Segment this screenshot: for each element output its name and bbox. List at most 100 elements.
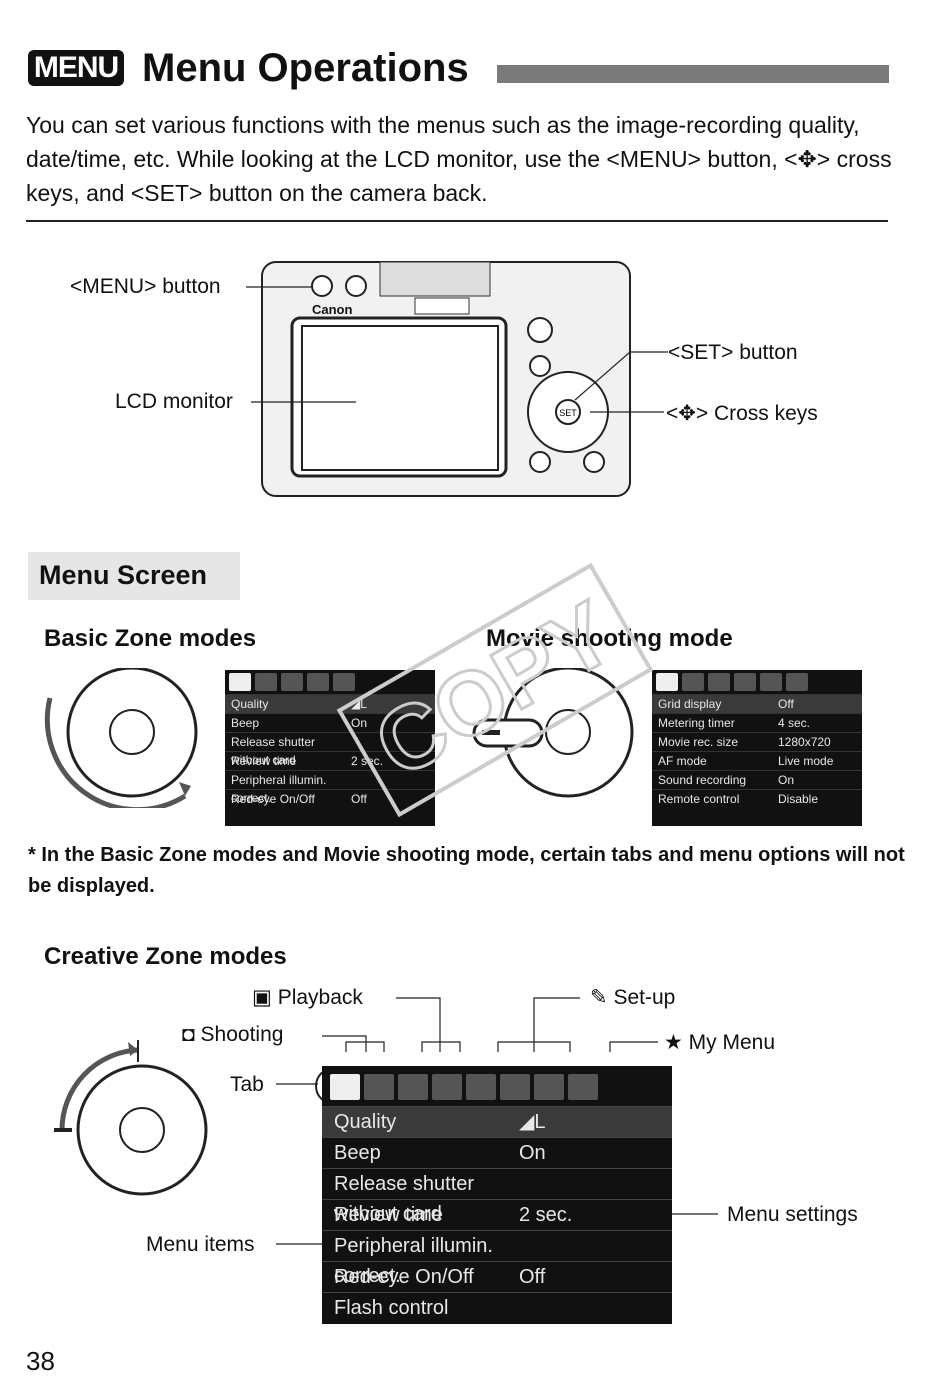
playback-tab-icon <box>281 673 303 691</box>
mymenu-tab-icon <box>568 1074 598 1100</box>
menu-tabs <box>322 1066 672 1106</box>
menu-item-value: ◢L <box>351 697 367 711</box>
menu-item-label: Release shutter without card <box>334 1173 475 1225</box>
menu-row[interactable]: Movie rec. size 1280x720 <box>652 732 862 751</box>
menu-item-value: 2 sec. <box>519 1204 573 1226</box>
playback-tab-icon: ▣ <box>252 986 278 1009</box>
shooting-tab-icon <box>364 1074 394 1100</box>
menu-row[interactable]: Quality◢L <box>322 1106 672 1137</box>
menu-item-label: Metering timer <box>658 716 735 730</box>
playback-tab-icon <box>255 673 277 691</box>
menu-item-label: AF mode <box>658 754 707 768</box>
setup-tab-icon <box>500 1074 530 1100</box>
camera-back-diagram: SET <box>246 261 668 497</box>
menu-screen-heading: Menu Screen <box>28 552 240 600</box>
camera-brand: Canon <box>312 302 353 317</box>
playback-tab-icon <box>432 1074 462 1100</box>
menu-item-value: Live mode <box>778 754 834 768</box>
cross-keys-label: <✥> Cross keys <box>666 402 818 425</box>
setup-tab-icon <box>333 673 355 691</box>
menu-item-value: Off <box>351 792 367 806</box>
creative-diagram-lines <box>54 997 718 1245</box>
menu-badge: MENU <box>28 50 124 86</box>
menu-item-label: Review time <box>231 754 297 768</box>
menu-item-label: Review time <box>334 1204 443 1226</box>
menu-item-label: Red-eye On/Off <box>334 1266 474 1288</box>
playback-tab-icon <box>734 673 756 691</box>
intro-paragraph: You can set various functions with the m… <box>26 112 892 206</box>
shooting-tab-icon <box>330 1074 360 1100</box>
menu-item-value: On <box>778 773 795 787</box>
menu-row[interactable]: AF mode Live mode <box>652 751 862 770</box>
movie-tab-icon <box>656 673 678 691</box>
footnote: * In the Basic Zone modes and Movie shoo… <box>28 844 905 897</box>
lcd-monitor-label: LCD monitor <box>115 390 233 413</box>
menu-row[interactable]: Release shutter without card <box>322 1168 672 1225</box>
menu-row[interactable]: Release shutter without card <box>225 732 435 767</box>
menu-items-label: Menu items <box>146 1233 255 1256</box>
menu-item-value: Off <box>778 697 794 711</box>
setup-label: ✎ Set-up <box>590 986 676 1009</box>
menu-item-label: Quality <box>334 1111 397 1133</box>
menu-row[interactable]: Quality ◢L <box>225 694 435 713</box>
page-title: Menu Operations <box>142 46 469 90</box>
menu-tabs <box>652 670 862 694</box>
setup-tab-icon <box>466 1074 496 1100</box>
setup-tab-icon <box>786 673 808 691</box>
menu-item-label: Movie rec. size <box>658 735 739 749</box>
title-rule <box>497 65 889 83</box>
menu-item-value: On <box>519 1142 546 1164</box>
movie-mode-dial-icon <box>472 668 634 798</box>
basic-zone-heading: Basic Zone modes <box>44 625 257 652</box>
menu-tabs <box>225 670 435 694</box>
divider <box>26 220 888 222</box>
mymenu-label: ★ My Menu <box>664 1031 776 1054</box>
svg-text:SET: SET <box>559 408 577 418</box>
wrench-icon: ✎ <box>590 986 614 1009</box>
menu-item-value: 4 sec. <box>778 716 811 730</box>
menu-row[interactable]: Beep On <box>225 713 435 732</box>
menu-item-label: Grid display <box>658 697 722 711</box>
shooting-tab-icon <box>229 673 251 691</box>
menu-settings-label: Menu settings <box>727 1203 858 1226</box>
menu-row[interactable]: Sound recording On <box>652 770 862 789</box>
camera-icon: ◘ <box>182 1023 201 1046</box>
menu-row[interactable]: Beep On <box>322 1137 672 1168</box>
menu-item-label: Peripheral illumin. correct. <box>231 773 327 805</box>
set-button-label: <SET> button <box>668 341 798 364</box>
menu-item-label: Quality <box>231 697 269 711</box>
menu-row[interactable]: Red-eye On/Off Off <box>225 789 435 808</box>
menu-row[interactable]: Review time 2 sec. <box>322 1199 672 1230</box>
menu-item-value: 2 sec. <box>351 754 384 768</box>
menu-row[interactable]: Metering timer 4 sec. <box>652 713 862 732</box>
menu-item-label: Release shutter without card <box>231 735 316 767</box>
menu-row[interactable]: Peripheral illumin. correct. <box>322 1230 672 1287</box>
playback-tab-icon <box>708 673 730 691</box>
page-number: 38 <box>26 1346 55 1376</box>
menu-item-value: 1280x720 <box>778 735 831 749</box>
menu-item-label: Beep <box>231 716 260 730</box>
menu-row[interactable]: Flash control <box>322 1292 672 1323</box>
menu-item-value: On <box>351 716 368 730</box>
menu-item-label: Beep <box>334 1142 381 1164</box>
menu-item-value: Disable <box>778 792 819 806</box>
menu-row[interactable]: Peripheral illumin. correct. <box>225 770 435 805</box>
setup-tab-icon <box>534 1074 564 1100</box>
creative-zone-heading: Creative Zone modes <box>44 943 287 970</box>
menu-item-label: Red-eye On/Off <box>231 792 315 806</box>
menu-row[interactable]: Review time 2 sec. <box>225 751 435 770</box>
playback-label: ▣ Playback <box>252 986 363 1009</box>
shooting-tab-icon <box>682 673 704 691</box>
menu-button-label: <MENU> button <box>70 275 221 298</box>
menu-row[interactable]: Grid display Off <box>652 694 862 713</box>
menu-item-label: Sound recording <box>658 773 747 787</box>
setup-tab-icon <box>760 673 782 691</box>
basic-zone-dial-icon <box>44 668 198 808</box>
setup-tab-icon <box>307 673 329 691</box>
shooting-label: ◘ Shooting <box>182 1023 284 1046</box>
